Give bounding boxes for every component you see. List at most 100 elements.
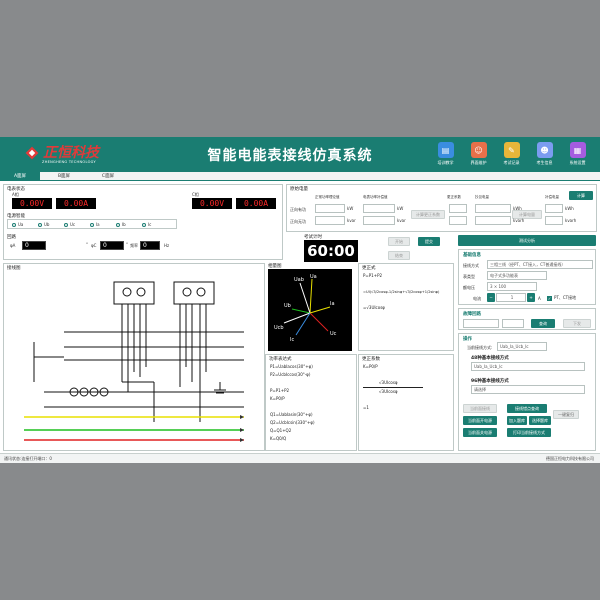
current-wiring-button[interactable]: 当前面接线 (463, 404, 497, 413)
document-icon: ✎ (503, 142, 520, 158)
logo-icon (25, 146, 39, 160)
mode96-select[interactable]: 请选择 (471, 385, 585, 394)
phase-a-current: 0.00A (56, 198, 96, 209)
coef-title: 更正系数 (362, 357, 380, 362)
active-read-input[interactable] (475, 204, 511, 213)
calc-coef-button[interactable]: 计算更正系数 (411, 210, 445, 219)
active-row-label: 正向有功 (290, 207, 306, 212)
power-mode-group: Ua Ub Uc Ia Ib Ic (7, 219, 177, 229)
phasor-label: Ic (290, 337, 294, 343)
phase-a-label: A相 (12, 192, 19, 197)
submit-button[interactable]: 提交 (418, 237, 440, 246)
fault-select-1[interactable] (463, 319, 499, 328)
reactive-comp-input[interactable] (363, 216, 395, 225)
add-question-bank-button[interactable]: 加入题库 (507, 416, 527, 425)
kwh-unit-2: kWh (565, 206, 574, 211)
phase-c-current: 0.00A (236, 198, 276, 209)
reactive-comp-energy-input[interactable] (545, 216, 563, 225)
wiring-error-query-button[interactable]: 接线错点查询 (507, 404, 547, 413)
coef2-input[interactable] (449, 216, 467, 225)
meter-status-title: 电表状态 (7, 187, 25, 192)
training-button[interactable]: ▤ 培训教学 (431, 142, 460, 166)
power-formula: P1=UabIacos(30°+φ) P2=UcbIccos(30°-φ) P=… (270, 364, 315, 441)
exam-record-button[interactable]: ✎ 考试记录 (497, 142, 526, 166)
correction-title: 更正式 (362, 266, 376, 271)
kvar-unit-2: kvar (397, 218, 406, 223)
current-input[interactable]: 1 (496, 293, 526, 302)
radio-uc[interactable]: Uc (64, 222, 75, 227)
current-decrement-button[interactable]: − (487, 293, 495, 302)
active-theory-input[interactable] (315, 204, 345, 213)
meter-status-panel: 电表状态 A相 0.00V 0.00A C相 0.00V 0.00A 电源智能 … (3, 184, 283, 260)
current-wiring-value: Uab_Ia_Ucb_Ic (497, 342, 547, 351)
reactive-read-input[interactable] (475, 216, 511, 225)
phasor-label: Ub (284, 303, 291, 309)
current-increment-button[interactable]: + (527, 293, 535, 302)
tab-b-screen[interactable]: B面屏 (57, 174, 71, 179)
energy-col3-label: 更正系数 (447, 195, 461, 199)
kvarh-unit-2: kvarh (565, 218, 577, 223)
rated-voltage-select[interactable]: 3 × 100 (487, 282, 537, 291)
reset-button[interactable]: 一键复归 (553, 410, 579, 419)
person-icon: ☻ (536, 142, 553, 158)
top-toolbar: ▤ 培训教学 ☺ 界面维护 ✎ 考试记录 ☻ 考生信息 ▦ 系统设置 (431, 142, 592, 166)
power-off-button[interactable]: 当前面关电源 (463, 428, 497, 437)
status-bar: 通讯状态:连接打开端口：0 德国正恒电力科技有限公司 (0, 453, 600, 463)
print-wiring-button[interactable]: 打印当前接线方式 (507, 428, 551, 437)
kwh-unit-1: kWh (513, 206, 522, 211)
kw-unit-2: kW (397, 206, 404, 211)
student-info-button[interactable]: ☻ 考生信息 (530, 142, 559, 166)
basic-info-panel: 基础信息 接线方式 三相三线（经PT、CT接入，CT普通接线） 表类型 电子式多… (458, 249, 596, 305)
comm-status: 通讯状态:连接打开端口：0 (4, 456, 52, 461)
mode48-select[interactable]: Uab_Ia_Ucb_Ic (471, 362, 585, 371)
radio-ua[interactable]: Ua (12, 222, 23, 227)
phi-c-input[interactable]: 0 (100, 241, 124, 250)
maintenance-button[interactable]: ☺ 界面维护 (464, 142, 493, 166)
calc-comp-button[interactable]: 计算电量 (512, 210, 542, 219)
phasor-svg: Ua Uab Ub Ucb Uc Ia Ic (274, 274, 337, 343)
calc-button[interactable]: 计算 (569, 191, 593, 200)
reactive-theory-input[interactable] (315, 216, 345, 225)
hz-unit: Hz (164, 243, 170, 248)
active-comp-energy-input[interactable] (545, 204, 563, 213)
start-button[interactable]: 开始 (388, 237, 410, 246)
correction-panel: 更正式 P=P1+P2 =UI(√3/2cosφ-1/2sinφ+√3/2cos… (358, 263, 454, 351)
wiring-diagram-panel: 接线图 (3, 263, 265, 451)
radio-ib[interactable]: Ib (116, 222, 126, 227)
radio-ia[interactable]: Ia (90, 222, 100, 227)
fault-select-2[interactable] (502, 319, 524, 328)
fault-title: 故障回路 (463, 312, 481, 317)
system-settings-button[interactable]: ▦ 系统设置 (563, 142, 592, 166)
end-button[interactable]: 结束 (388, 251, 410, 260)
phi-c-label: φC (91, 243, 97, 248)
test-analysis-button[interactable]: 测试分析 (458, 235, 596, 246)
tab-a-screen[interactable]: A面屏 (0, 172, 40, 181)
select-question-bank-button[interactable]: 选择题库 (529, 416, 551, 425)
phasor-label: Uab (294, 277, 304, 283)
phi-a-input[interactable]: 0 (22, 241, 46, 250)
tab-c-screen[interactable]: C面屏 (101, 174, 115, 179)
wiring-title: 接线图 (7, 266, 21, 271)
current-unit: A (538, 296, 541, 301)
freq-input[interactable]: 0 (140, 241, 160, 250)
active-comp-input[interactable] (363, 204, 395, 213)
coef-input[interactable] (449, 204, 467, 213)
radio-ub[interactable]: Ub (38, 222, 49, 227)
radio-ic[interactable]: Ic (142, 222, 151, 227)
angle-title: 回路 (7, 235, 16, 240)
phasor-label: Ia (330, 301, 335, 307)
deg-unit-c: ° (126, 242, 128, 247)
screen-tabs: A面屏 B面屏 C面屏 (0, 172, 600, 181)
fault-circuit-panel: 故障回路 查询 下发 (458, 308, 596, 330)
phasor-label: Uc (330, 331, 337, 337)
phase-a-voltage: 0.00V (12, 198, 52, 209)
download-button[interactable]: 下发 (563, 319, 591, 328)
power-on-button[interactable]: 当前面开电源 (463, 416, 497, 425)
meter-type-select[interactable]: 电子式多功能表 (487, 271, 547, 280)
operation-title: 操作 (463, 337, 472, 342)
wiring-mode-select[interactable]: 三相三线（经PT、CT接入，CT普通接线） (487, 260, 593, 269)
energy-col2-label: 电表功率补偿值 (363, 195, 388, 199)
energy-panel: 原始电量 正常功率理论值 电表功率补偿值 更正系数 抄见电量 补偿电量 计算 正… (286, 184, 597, 232)
query-button[interactable]: 查询 (531, 319, 555, 328)
pt-ct-checkbox[interactable]: ✓PT、CT接地 (547, 295, 577, 301)
